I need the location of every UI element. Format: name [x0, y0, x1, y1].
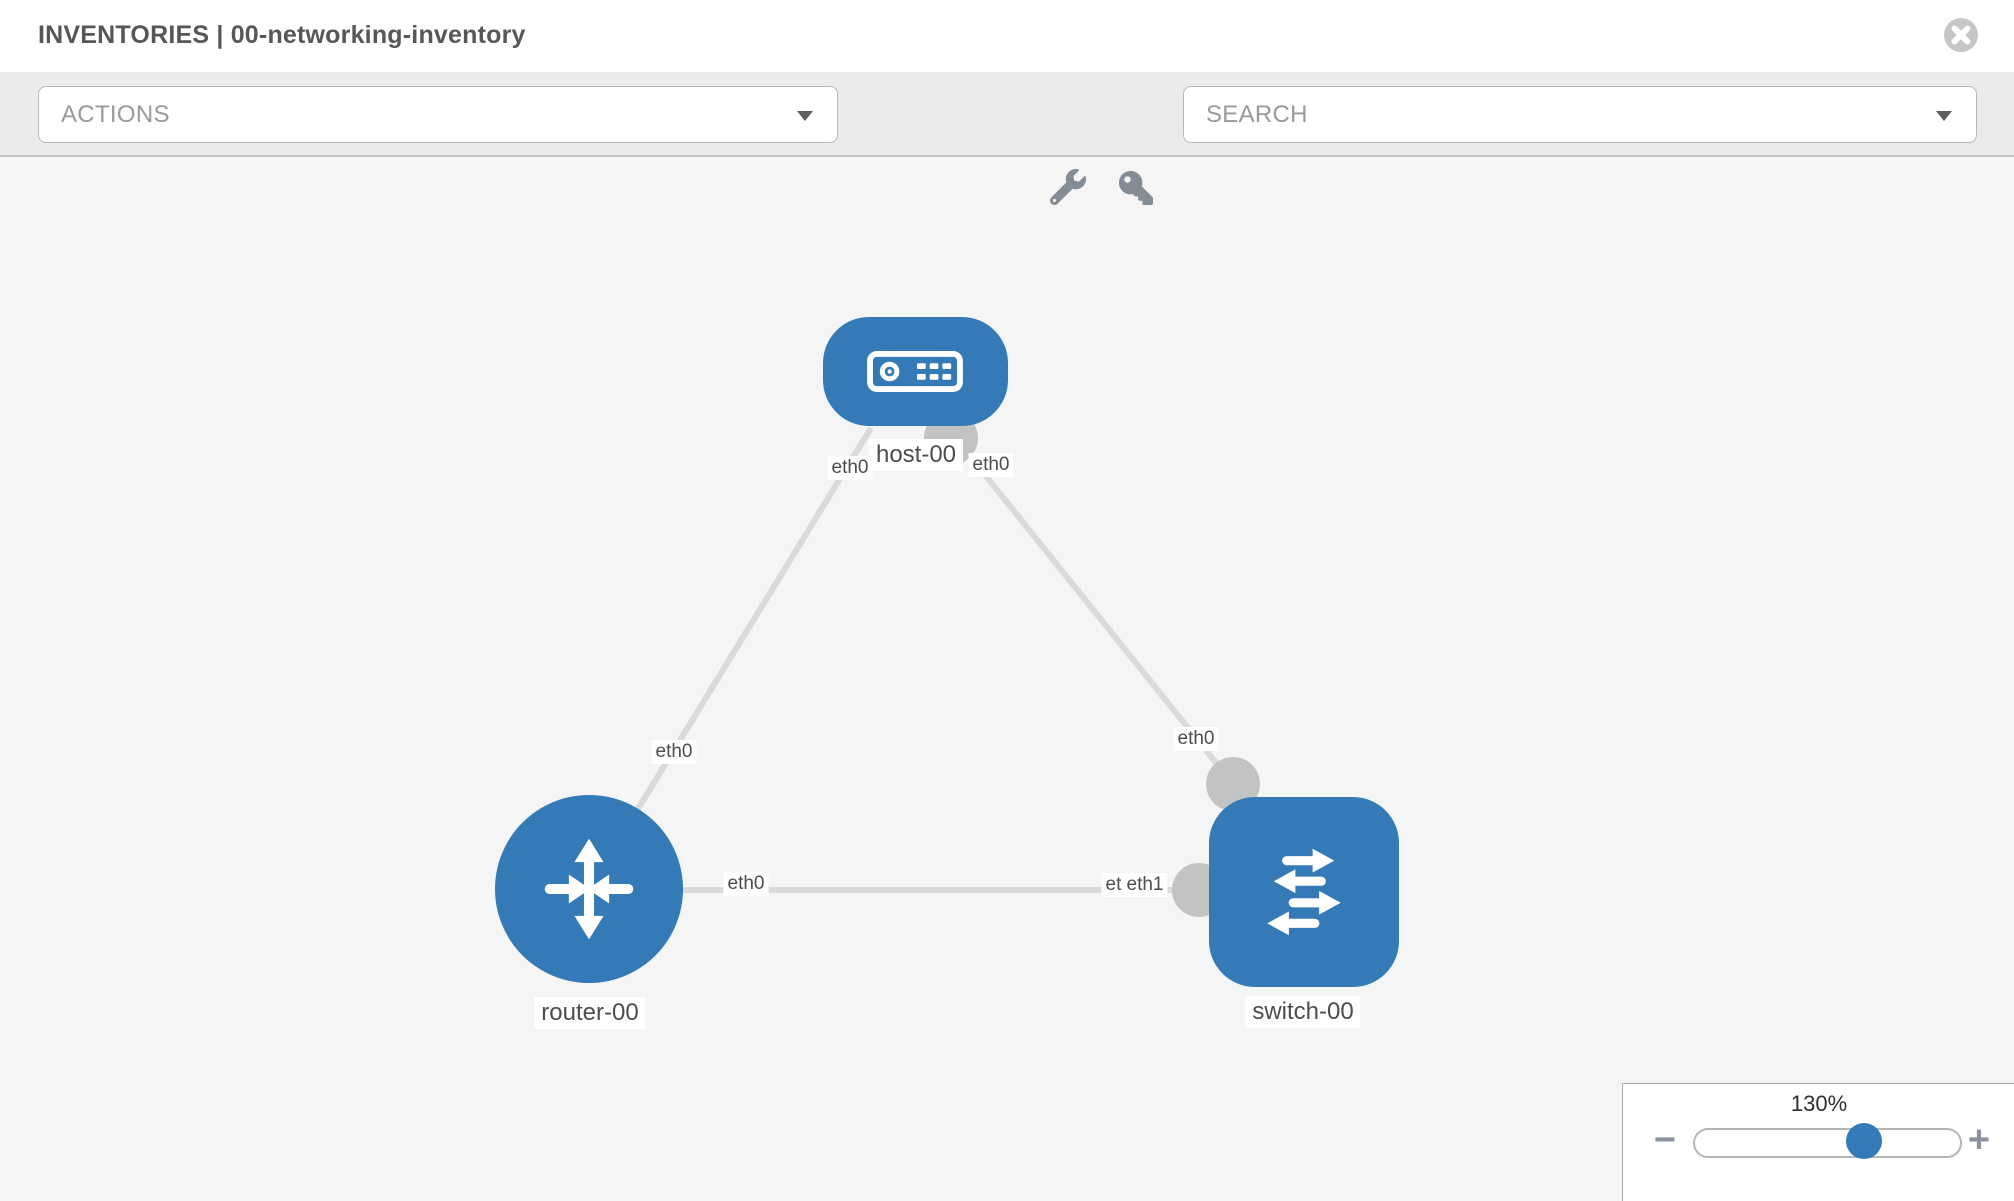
host-icon [866, 350, 964, 393]
topology-canvas[interactable]: host-00 router-00 switch-00 eth0 eth0 eth0 eth… [0, 157, 2014, 1200]
router-icon [533, 833, 645, 945]
interface-label: eth0 [1173, 727, 1219, 751]
wrench-icon[interactable] [1049, 169, 1086, 210]
node-label-switch-00: switch-00 [1245, 996, 1361, 1028]
node-label-host-00: host-00 [868, 439, 964, 471]
search-dropdown-label: SEARCH [1206, 101, 1308, 128]
chevron-down-icon [1936, 111, 1952, 121]
topology-links [586, 426, 1236, 893]
interface-label: eth0 [651, 740, 697, 764]
key-icon[interactable] [1119, 171, 1153, 210]
node-label-router-00: router-00 [534, 997, 646, 1029]
close-icon[interactable] [1943, 17, 1979, 53]
interface-label: eth0 [968, 453, 1014, 477]
zoom-panel: 130% − + [1622, 1083, 2014, 1201]
zoom-value: 130% [1790, 1091, 1848, 1116]
interface-label: eth1 [1122, 873, 1168, 897]
actions-dropdown-label: ACTIONS [61, 101, 170, 128]
link-host-00-switch-00[interactable] [954, 438, 1236, 786]
zoom-slider-track[interactable] [1693, 1128, 1962, 1158]
window-header: INVENTORIES | 00-networking-inventory [0, 0, 2014, 72]
interface-label: eth0 [723, 872, 769, 896]
node-switch-00[interactable] [1209, 797, 1399, 987]
node-host-00[interactable] [822, 316, 1008, 426]
chevron-down-icon [797, 111, 813, 121]
page-title: INVENTORIES | 00-networking-inventory [38, 21, 526, 49]
switch-icon [1250, 838, 1358, 946]
node-router-00[interactable] [495, 795, 683, 983]
zoom-slider-thumb[interactable] [1846, 1123, 1882, 1159]
zoom-out-button[interactable]: − [1653, 1119, 1677, 1161]
zoom-in-button[interactable]: + [1967, 1119, 1991, 1161]
interface-label: eth0 [827, 456, 873, 480]
search-dropdown[interactable]: SEARCH [1183, 86, 1977, 143]
actions-dropdown[interactable]: ACTIONS [38, 86, 838, 143]
toolbar: ACTIONS SEARCH [0, 72, 2014, 206]
